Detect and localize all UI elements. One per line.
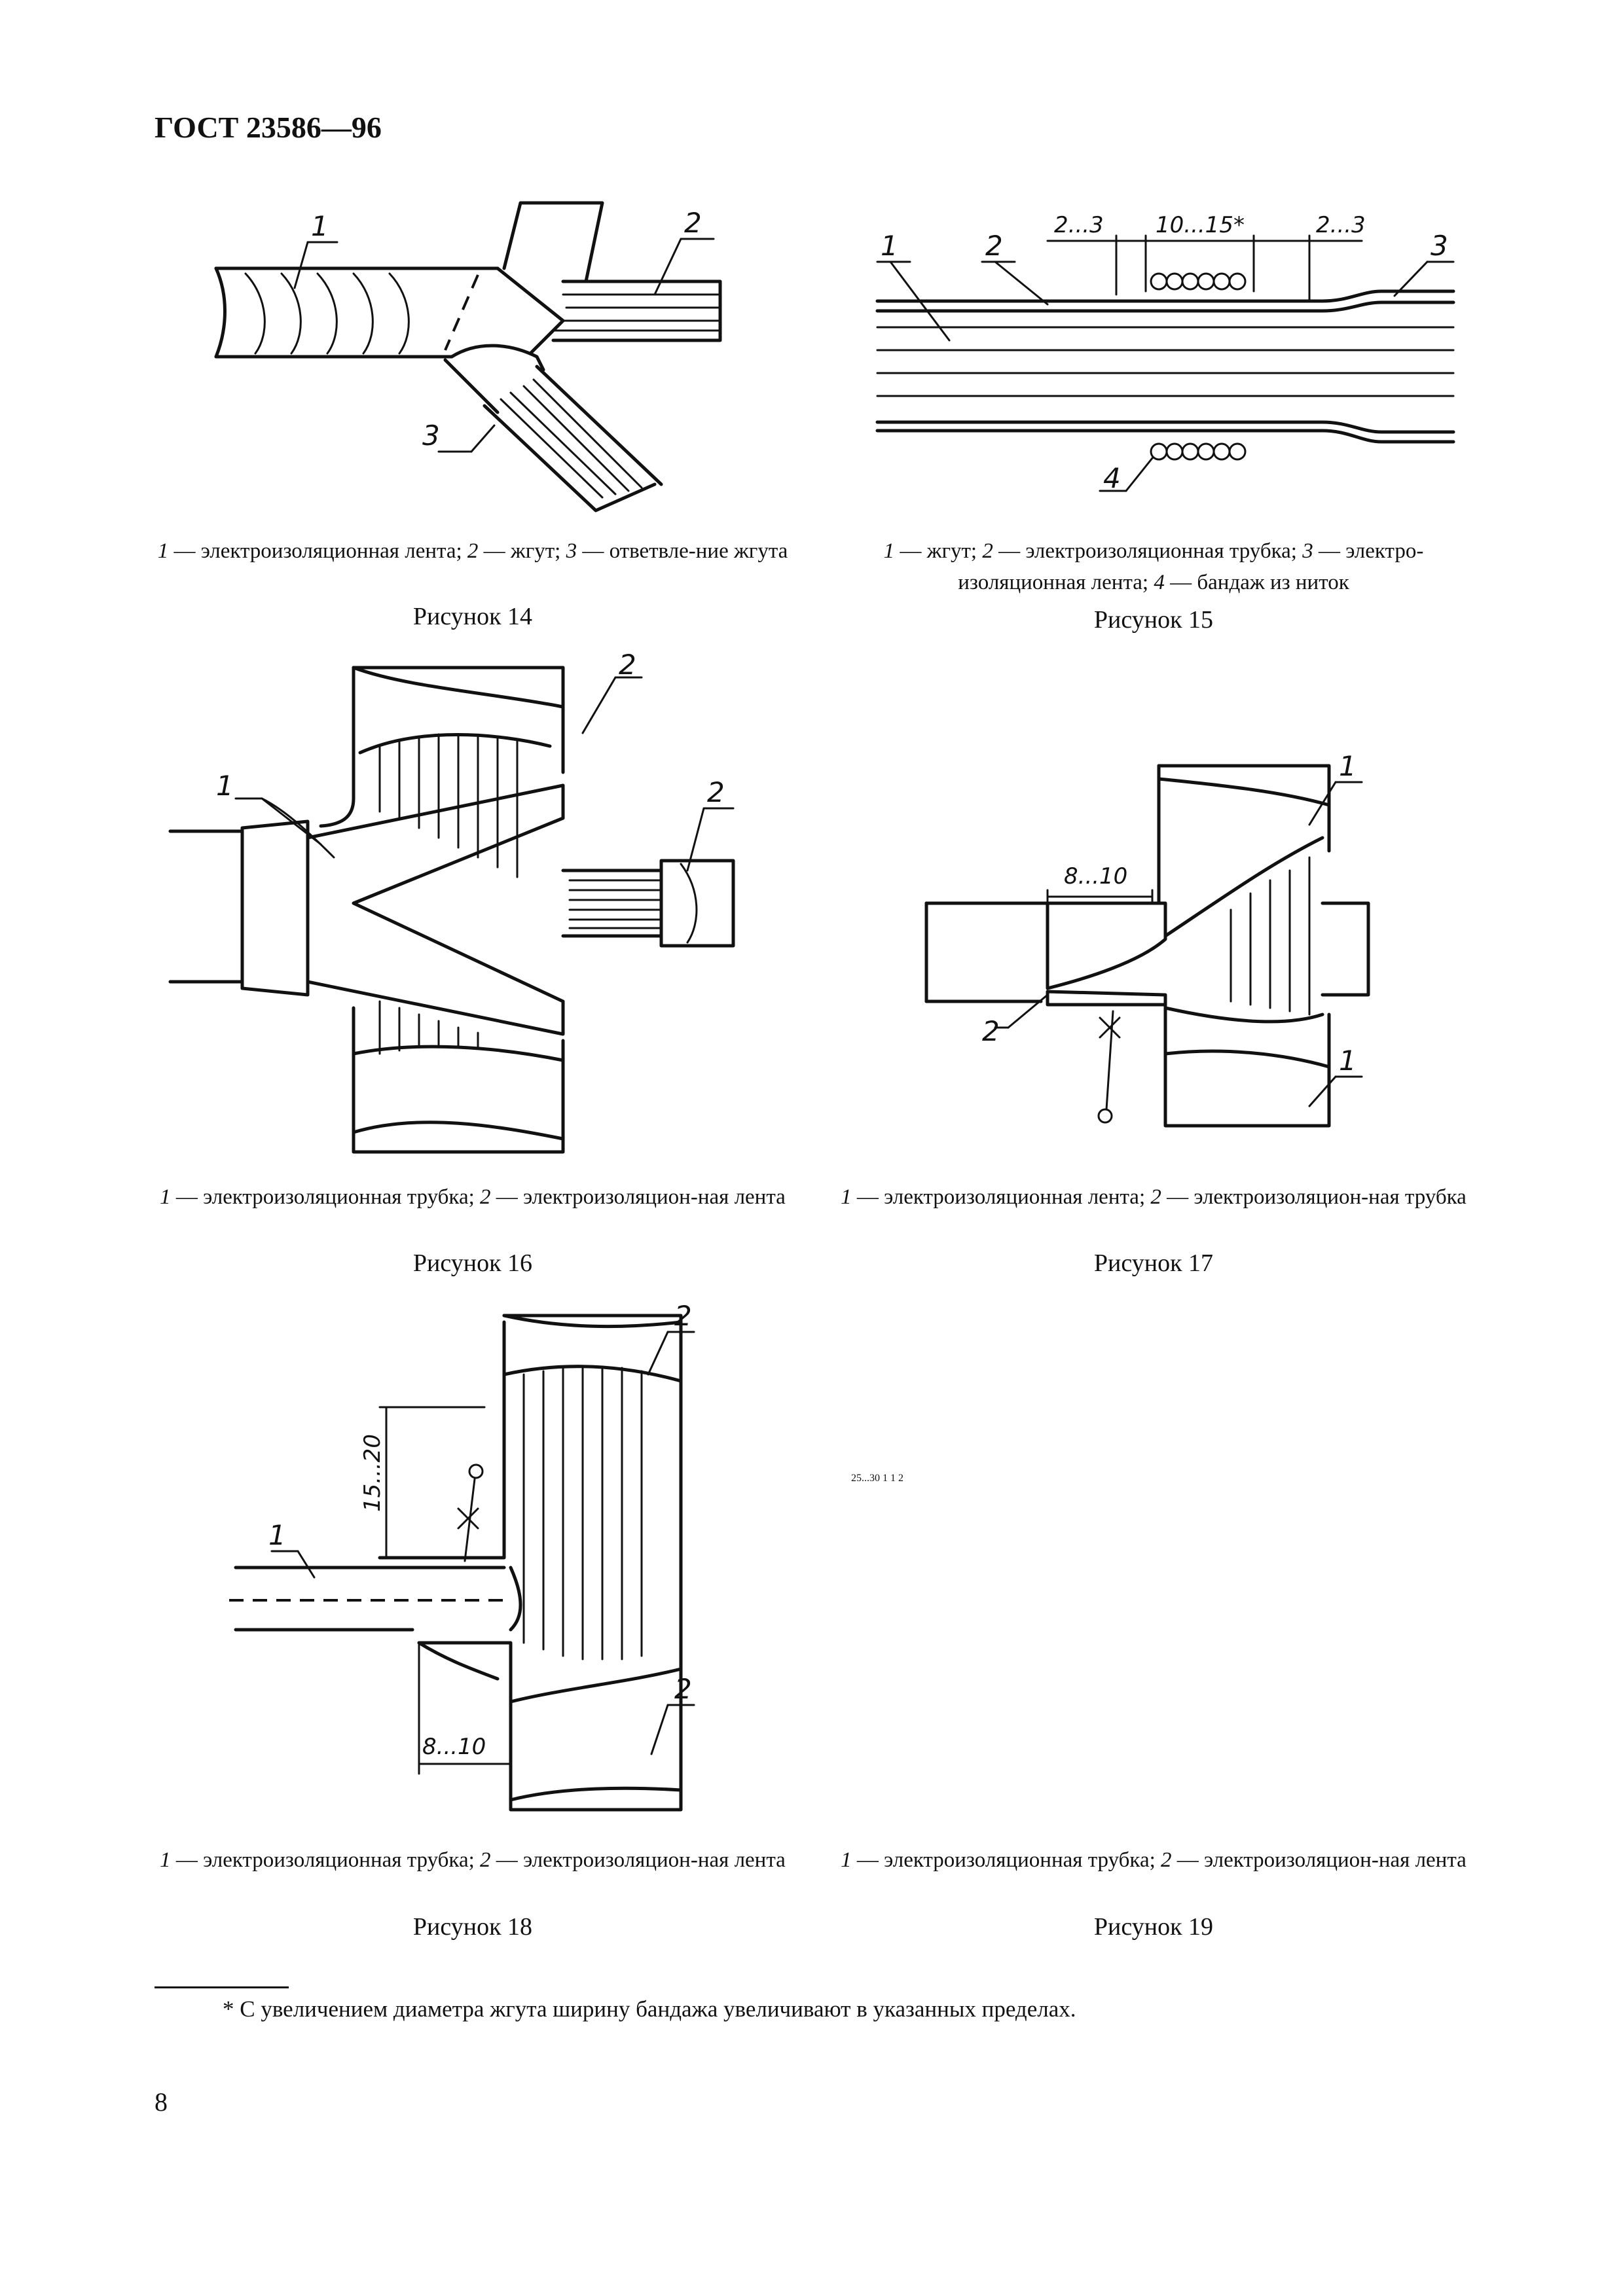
figure-17-label-1-bottom: 1 <box>1339 1045 1357 1077</box>
figure-19-label-1-left: 1 <box>883 1473 888 1484</box>
figure-15-label-2: 2 <box>985 230 1003 262</box>
figure-15-label-1: 1 <box>881 230 898 262</box>
figure-15-title: Рисунок 15 <box>1093 606 1214 634</box>
page-number: 8 <box>155 2087 168 2117</box>
figure-19-label-2: 2 <box>898 1473 903 1484</box>
figure-17-label-1-top: 1 <box>1339 750 1357 782</box>
figure-18-svg: 15...20 8...10 1 2 2 <box>229 1300 695 1812</box>
figure-14-caption: 1 — электроизоляционная лента; 2 — жгут;… <box>157 539 788 563</box>
figure-16-title: Рисунок 16 <box>412 1249 533 1277</box>
figure-19-dim: 25...30 <box>851 1473 880 1484</box>
figure-14-label-3: 3 <box>422 420 440 452</box>
footnote: * С увеличением диаметра жгута ширину ба… <box>223 1996 1076 2022</box>
figure-15-dim-3: 2...3 <box>1316 212 1366 238</box>
figure-17-drawing: 8...10 1 1 2 <box>917 750 1440 1158</box>
figure-17-label-2: 2 <box>982 1015 1000 1047</box>
figure-16-svg: 1 2 2 <box>168 649 735 1154</box>
figure-14-label-1: 1 <box>311 210 329 242</box>
figure-15-drawing: 2...3 10...15* 2...3 1 2 3 4 <box>851 196 1473 524</box>
figure-18-label-2-bottom: 2 <box>674 1673 692 1705</box>
figure-17-caption: 1 — электроизоляционная лента; 2 — элект… <box>841 1185 1467 1209</box>
figure-16-label-1: 1 <box>216 770 234 802</box>
figure-15-caption: 1 — жгут; 2 — электроизоляционная трубка… <box>883 539 1424 594</box>
figure-18-dim-horizontal: 8...10 <box>422 1734 486 1760</box>
figure-18-title: Рисунок 18 <box>412 1913 533 1941</box>
figure-16-caption: 1 — электроизоляционная трубка; 2 — элек… <box>160 1185 786 1209</box>
figure-14-svg: 1 2 3 <box>214 201 722 512</box>
figure-15-dim-1: 2...3 <box>1054 212 1104 238</box>
figure-18-dim-vertical: 15...20 <box>359 1434 386 1512</box>
figure-15-bandage-bottom <box>1150 442 1247 461</box>
figure-15-label-4: 4 <box>1103 462 1121 494</box>
figure-14-label-2: 2 <box>684 207 702 239</box>
document-header: ГОСТ 23586—96 <box>155 111 382 144</box>
figure-18-caption: 1 — электроизоляционная трубка; 2 — элек… <box>160 1848 786 1872</box>
figure-16-label-2-top: 2 <box>619 649 636 681</box>
figure-15-bandage-top <box>1150 272 1247 291</box>
figure-16-label-2-right: 2 <box>707 776 725 808</box>
figure-15-dim-2: 10...15* <box>1156 212 1245 238</box>
figure-19-title: Рисунок 19 <box>1093 1913 1214 1941</box>
figure-18-label-2-top: 2 <box>674 1300 692 1332</box>
figure-19-caption: 1 — электроизоляционная трубка; 2 — элек… <box>841 1848 1467 1872</box>
figure-14-drawing: 1 2 3 <box>196 190 786 530</box>
figure-18-label-1: 1 <box>268 1519 286 1551</box>
figure-19-label-1-right: 1 <box>890 1473 896 1484</box>
figure-18-drawing: 15...20 8...10 1 2 2 <box>223 1300 746 1826</box>
footnote-separator <box>155 1986 289 1988</box>
figure-17-dim: 8...10 <box>1064 863 1127 889</box>
figure-19-drawing: 25...30 1 1 2 <box>851 1473 1480 1839</box>
figure-17-title: Рисунок 17 <box>1093 1249 1214 1277</box>
figure-15-label-3: 3 <box>1431 230 1448 262</box>
figure-17-svg: 8...10 1 1 2 <box>924 750 1370 1128</box>
figure-14-title: Рисунок 14 <box>412 603 533 630</box>
figure-16-drawing: 1 2 2 <box>157 649 812 1165</box>
figure-15-svg: 2...3 10...15* 2...3 1 2 3 4 <box>875 212 1455 494</box>
